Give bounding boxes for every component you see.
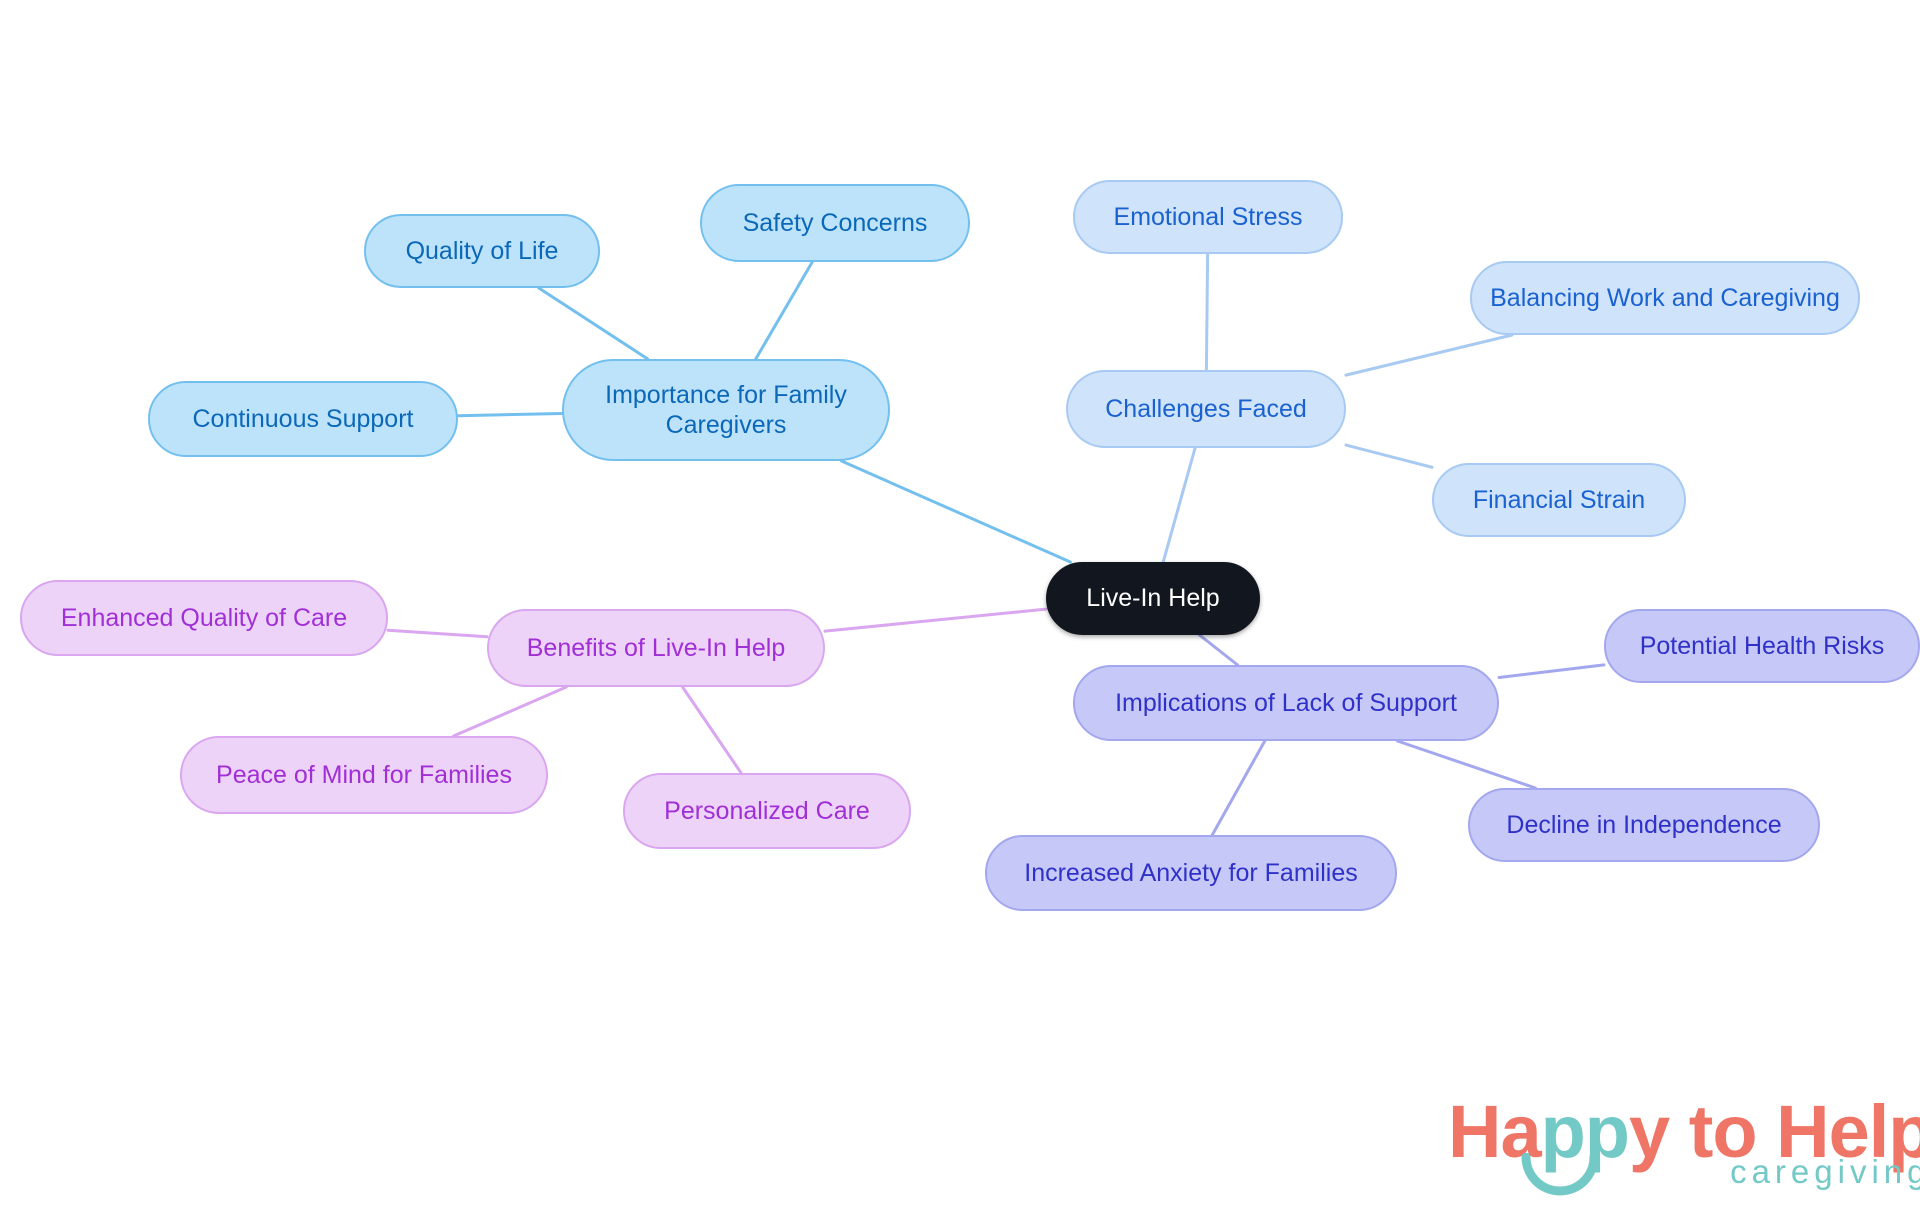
edge-implications-to-increased-anxiety-for-families [1210, 739, 1267, 837]
edge-implications-to-potential-health-risks [1497, 663, 1606, 679]
edge-benefits-to-personalized-care [681, 685, 743, 775]
brand-logo-text-y-to-help: y to Help [1629, 1090, 1920, 1173]
brand-logo-tagline: caregiving [1730, 1153, 1920, 1190]
edge-root-to-benefits [823, 607, 1048, 633]
edge-root-to-importance [840, 459, 1072, 564]
brand-logo-wordmark: Happy to Help [1448, 1095, 1920, 1196]
edge-root-to-implications [1197, 633, 1240, 667]
mindmap-node-safety-concerns[interactable]: Safety Concerns [700, 184, 970, 262]
brand-logo-text-pp: pp [1540, 1090, 1630, 1173]
mindmap-branch-implications[interactable]: Implications of Lack of Support [1073, 665, 1499, 741]
mindmap-node-emotional-stress[interactable]: Emotional Stress [1073, 180, 1343, 254]
edge-benefits-to-peace-of-mind-for-families [452, 685, 568, 738]
mindmap-node-quality-of-life[interactable]: Quality of Life [364, 214, 600, 288]
mindmap-node-continuous-support[interactable]: Continuous Support [148, 381, 458, 457]
smile-icon [1521, 1153, 1599, 1196]
mindmap-branch-benefits[interactable]: Benefits of Live-In Help [487, 609, 825, 687]
mindmap-branch-challenges[interactable]: Challenges Faced [1066, 370, 1346, 448]
mindmap-node-enhanced-quality-of-care[interactable]: Enhanced Quality of Care [20, 580, 388, 656]
mindmap-node-peace-of-mind-for-families[interactable]: Peace of Mind for Families [180, 736, 548, 814]
edge-importance-to-safety-concerns [754, 260, 814, 361]
edge-importance-to-continuous-support [456, 411, 564, 418]
mindmap-node-decline-in-independence[interactable]: Decline in Independence [1468, 788, 1820, 862]
mindmap-node-increased-anxiety-for-families[interactable]: Increased Anxiety for Families [985, 835, 1397, 911]
edge-challenges-to-balancing-work-and-caregiving [1344, 333, 1514, 377]
edge-implications-to-decline-in-independence [1396, 739, 1537, 790]
brand-logo: Happy to Help caregiving [1448, 1095, 1920, 1196]
mindmap-root-node[interactable]: Live-In Help [1046, 562, 1260, 635]
edge-root-to-challenges [1161, 446, 1197, 564]
mindmap-node-financial-strain[interactable]: Financial Strain [1432, 463, 1686, 537]
mindmap-node-personalized-care[interactable]: Personalized Care [623, 773, 911, 849]
mindmap-node-potential-health-risks[interactable]: Potential Health Risks [1604, 609, 1920, 683]
mindmap-node-balancing-work-and-caregiving[interactable]: Balancing Work and Caregiving [1470, 261, 1860, 335]
edge-importance-to-quality-of-life [537, 286, 650, 361]
edge-challenges-to-emotional-stress [1204, 252, 1210, 372]
mindmap-branch-importance[interactable]: Importance for Family Caregivers [562, 359, 890, 461]
edge-challenges-to-financial-strain [1344, 443, 1434, 469]
edge-benefits-to-enhanced-quality-of-care [386, 628, 489, 639]
